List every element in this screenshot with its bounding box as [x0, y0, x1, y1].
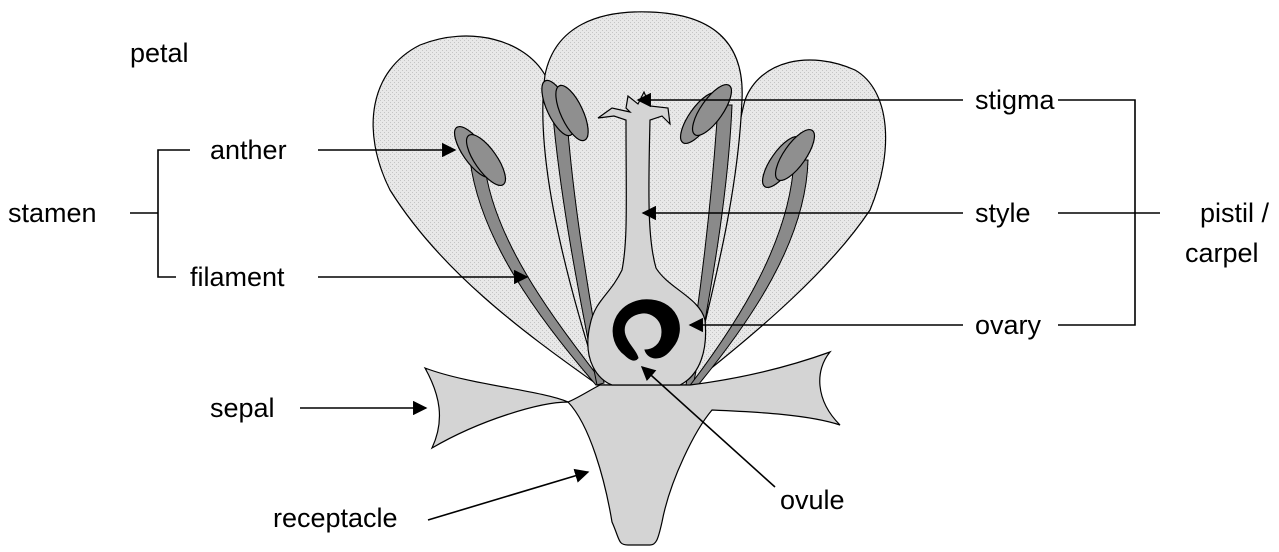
label-stamen: stamen	[8, 200, 97, 227]
label-pistil: pistil /	[1200, 200, 1269, 227]
label-carpel: carpel	[1185, 240, 1259, 267]
label-receptacle: receptacle	[273, 505, 398, 532]
pistil-bracket	[1058, 100, 1160, 325]
label-ovule: ovule	[780, 487, 845, 514]
label-sepal: sepal	[210, 395, 275, 422]
label-style: style	[975, 200, 1031, 227]
receptacle-arrow	[428, 472, 588, 520]
label-petal: petal	[130, 40, 189, 67]
label-ovary: ovary	[975, 312, 1041, 339]
label-stigma: stigma	[975, 87, 1055, 114]
label-anther: anther	[210, 137, 287, 164]
label-filament: filament	[190, 264, 285, 291]
stamen-bracket	[130, 150, 190, 277]
